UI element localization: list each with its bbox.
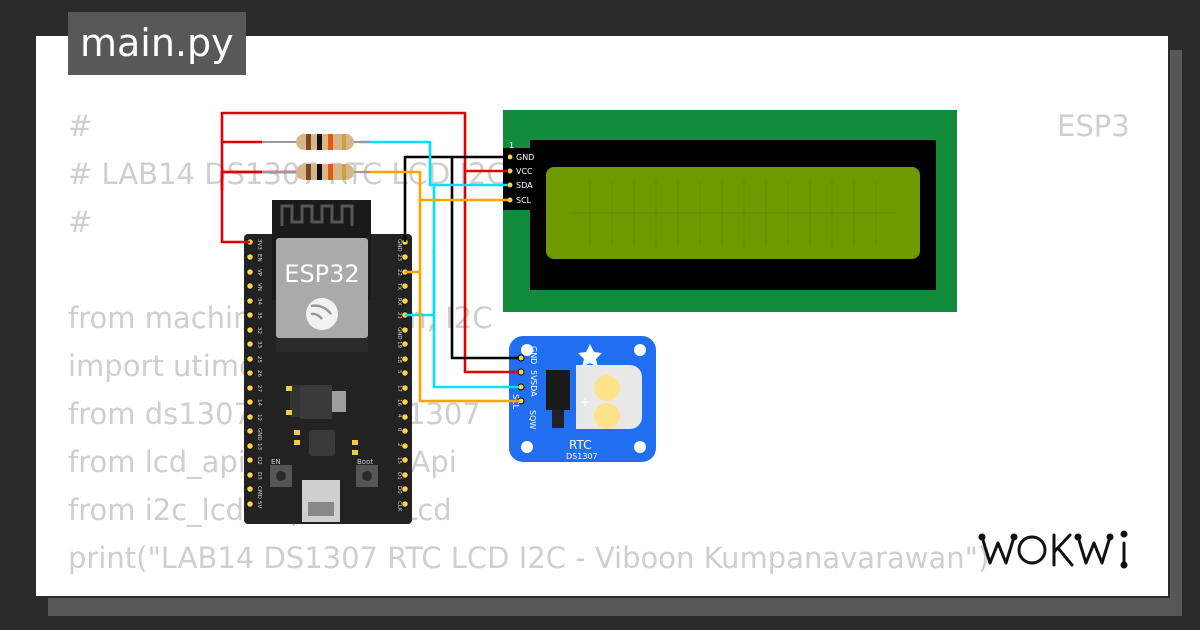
svg-text:12: 12: [256, 414, 262, 421]
esp32-pin-header-left: [246, 238, 254, 508]
wire-red-rtc: [463, 171, 519, 374]
svg-text:VP: VP: [256, 269, 262, 277]
wire-red-3v3: [220, 111, 508, 244]
svg-text:15: 15: [396, 457, 402, 464]
rtc-ds1307-module[interactable]: + GND 5V SDA SCL SQW RTC DS1307: [509, 336, 656, 462]
boot-button-label: Boot: [357, 458, 373, 466]
wire-black-rtc: [450, 157, 519, 360]
svg-text:5V: 5V: [256, 501, 262, 508]
svg-text:VN: VN: [256, 283, 262, 291]
rtc-pin-gnd: GND: [529, 346, 538, 364]
esp32-pin-header-right: [401, 238, 409, 508]
file-tab[interactable]: main.py: [68, 12, 246, 75]
svg-text:27: 27: [256, 385, 262, 392]
code-line: #: [68, 205, 93, 239]
code-line: print("LAB14 DS1307 RTC LCD I2C - Viboon…: [68, 541, 990, 575]
wire-orange-rtc: [418, 272, 519, 403]
wire-orange-scl: [360, 170, 508, 202]
svg-text:2: 2: [396, 443, 402, 447]
svg-text:3V3: 3V3: [256, 239, 262, 250]
wire-cyan-rtc: [432, 250, 519, 389]
esp32-module-label: ESP32: [284, 260, 359, 288]
rtc-model-label: DS1307: [566, 452, 598, 461]
code-line: import utime: [68, 349, 257, 383]
svg-text:5: 5: [396, 370, 402, 374]
svg-text:33: 33: [256, 341, 262, 348]
svg-text:GND: GND: [396, 239, 402, 252]
en-button-label: EN: [271, 458, 281, 466]
svg-text:CMD: CMD: [256, 486, 262, 499]
rtc-label: RTC: [569, 438, 591, 452]
svg-text:17: 17: [396, 385, 402, 392]
svg-text:34: 34: [256, 298, 262, 305]
svg-text:19: 19: [396, 341, 402, 348]
rtc-pin-5v: 5V: [529, 370, 538, 381]
wire-red-resistor2: [220, 170, 262, 190]
rtc-pin-sda: SDA: [529, 380, 538, 397]
code-fragment-right: ESP3: [1057, 109, 1130, 143]
lcd1602-module[interactable]: 1 GND VCC SDA SCL: [503, 110, 957, 312]
star-logo-icon: [578, 344, 602, 367]
svg-text:0: 0: [396, 428, 402, 432]
wire-black-gnd: [403, 155, 508, 242]
resistor-2[interactable]: [262, 164, 370, 180]
lcd-pin-gnd: GND: [516, 153, 534, 162]
svg-text:13: 13: [256, 443, 262, 450]
svg-text:25: 25: [256, 356, 262, 363]
code-line: #: [68, 109, 93, 143]
svg-text:32: 32: [256, 327, 262, 334]
battery-plus: +: [580, 395, 590, 409]
lcd-pin1-label: 1: [509, 141, 514, 150]
svg-text:TX: TX: [396, 282, 402, 290]
antenna-trace: [280, 204, 354, 226]
svg-text:RX: RX: [396, 298, 402, 306]
svg-text:26: 26: [256, 370, 262, 377]
svg-text:D2: D2: [256, 457, 262, 465]
lcd-pin-sda: SDA: [516, 181, 533, 190]
wokwi-logo[interactable]: [978, 525, 1150, 575]
esp32-right-pin-labels: GND 23 22 TX RX 21 GND 19 18 5 17 16 4 0…: [396, 239, 402, 512]
svg-text:CLK: CLK: [396, 501, 402, 512]
wire-red-3v3-b: [220, 170, 300, 190]
svg-text:14: 14: [256, 399, 262, 406]
lcd-character-grid: [570, 180, 896, 246]
svg-text:GND: GND: [396, 327, 402, 340]
wires: [220, 111, 519, 403]
svg-text:23: 23: [396, 254, 402, 261]
svg-text:GND: GND: [256, 428, 262, 441]
svg-text:22: 22: [396, 269, 402, 276]
svg-text:16: 16: [396, 399, 402, 406]
esp32-left-pin-labels: 3V3 EN VP VN 34 35 32 33 25 26 27 14 12 …: [256, 239, 262, 508]
svg-text:18: 18: [396, 356, 402, 363]
svg-text:35: 35: [256, 312, 262, 319]
resistor-1[interactable]: [262, 134, 370, 150]
lcd-pin-scl: SCL: [516, 196, 532, 205]
esp32-devkit[interactable]: ESP32 EN Boot: [244, 200, 412, 524]
svg-text:EN: EN: [256, 254, 262, 262]
svg-text:21: 21: [396, 312, 402, 319]
svg-text:4: 4: [396, 414, 402, 418]
rtc-pin-sqw: SQW: [528, 410, 537, 429]
lcd-pin-vcc: VCC: [516, 167, 533, 176]
svg-text:D0: D0: [396, 486, 402, 494]
svg-text:D1: D1: [396, 472, 402, 480]
svg-text:D3: D3: [256, 472, 262, 480]
wire-cyan-sda: [360, 140, 508, 187]
espressif-logo-icon: [306, 298, 338, 330]
